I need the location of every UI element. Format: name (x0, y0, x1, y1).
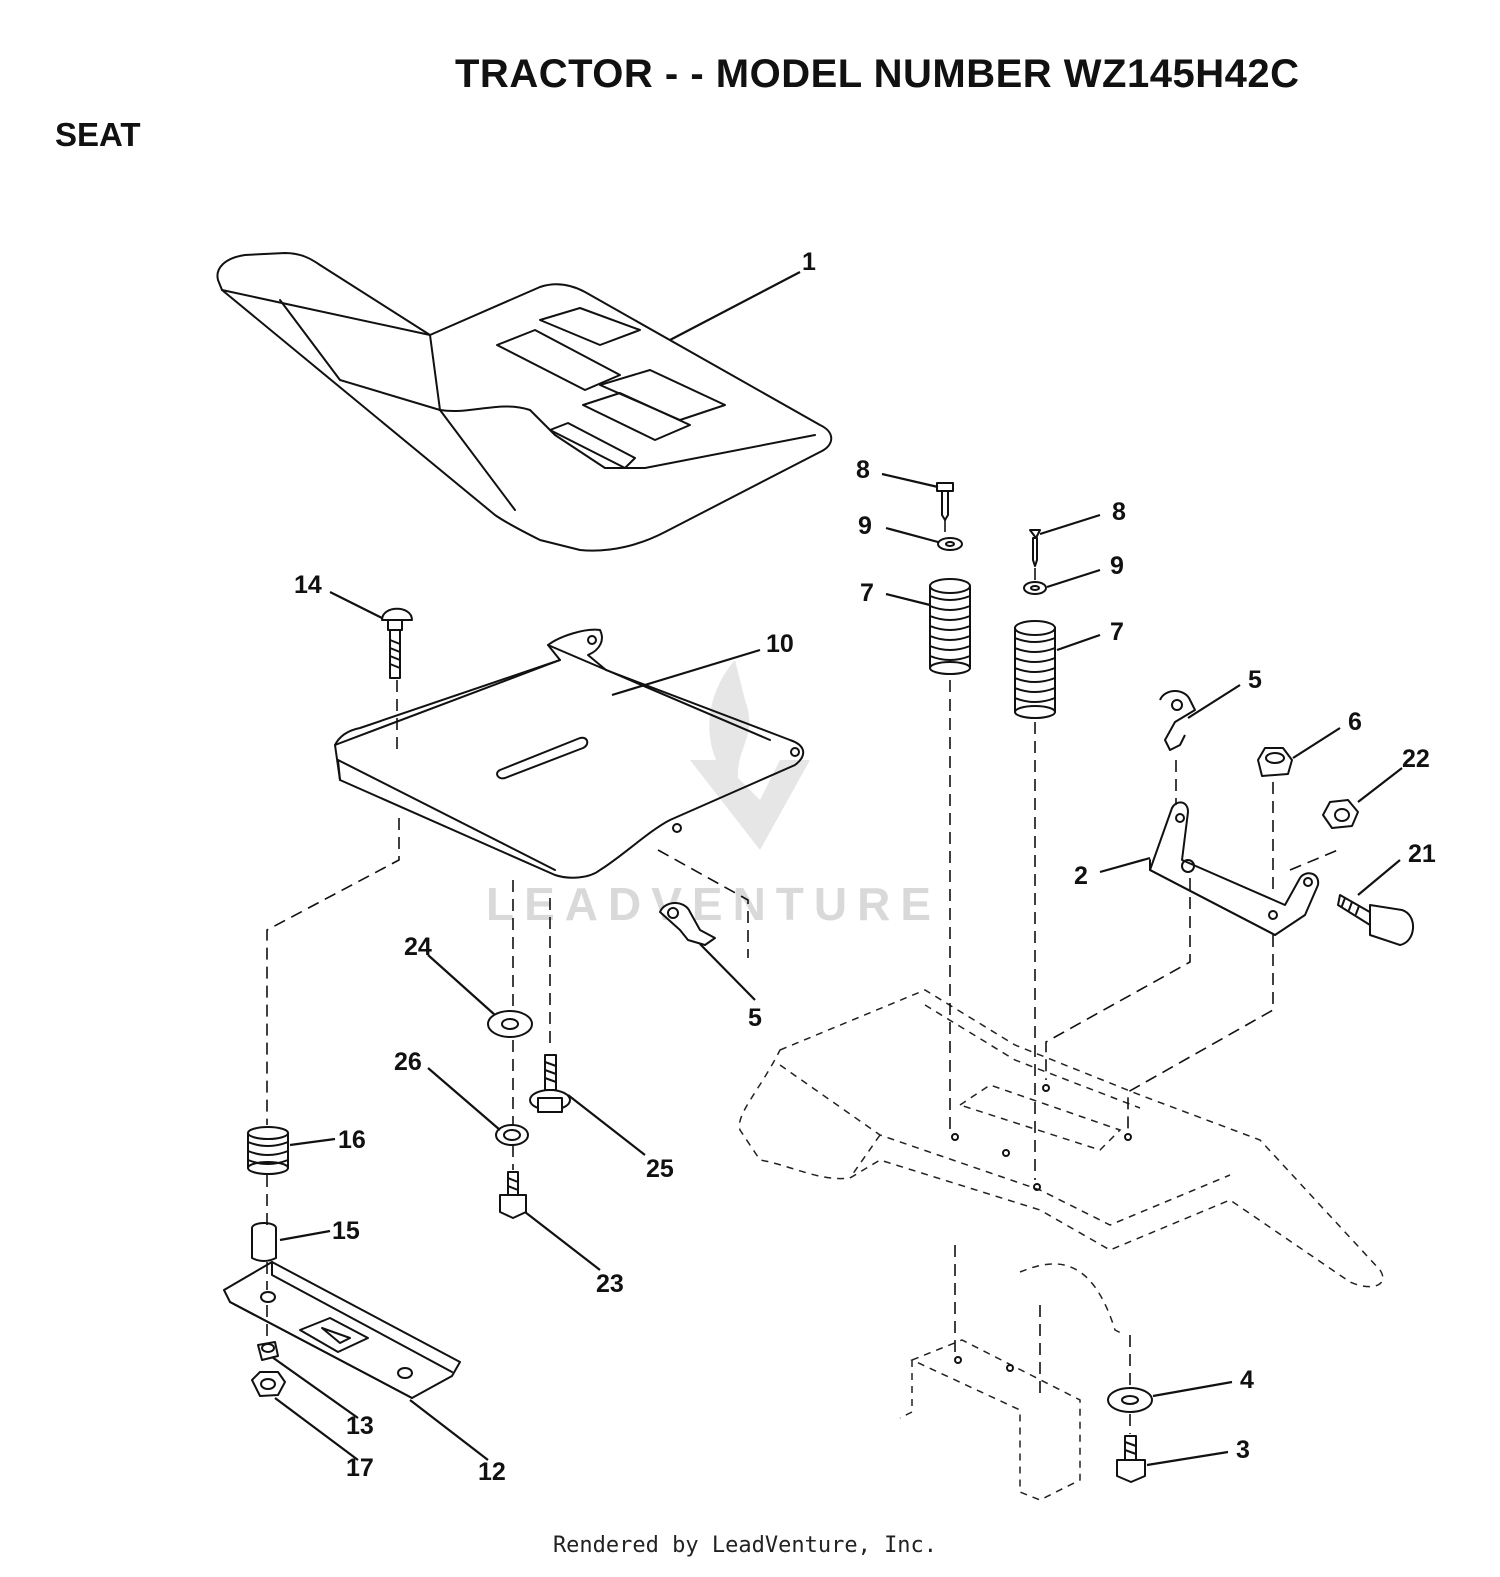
callout-13: 13 (346, 1412, 374, 1440)
callout-9-right: 9 (1110, 552, 1124, 580)
section-title: SEAT (55, 116, 141, 153)
nut-6-part (1257, 747, 1293, 777)
callout-9-left: 9 (858, 512, 872, 540)
callout-14: 14 (294, 571, 322, 599)
bracket-part (1149, 801, 1320, 936)
washer-left-part (937, 537, 963, 551)
screw-right-part (1029, 529, 1041, 567)
slide-rail-part (223, 1261, 461, 1399)
callout-4: 4 (1240, 1366, 1254, 1394)
carriage-bolt-part (381, 607, 413, 679)
callout-16: 16 (338, 1126, 366, 1154)
bolt-23-part (499, 1171, 527, 1219)
callout-5-upper: 5 (1248, 666, 1262, 694)
callout-22: 22 (1402, 745, 1430, 773)
washer-24-part (487, 1010, 533, 1038)
watermark-v-icon (690, 760, 810, 850)
nut-17-part (251, 1371, 286, 1397)
nut-22-part (1322, 799, 1359, 829)
callout-17: 17 (346, 1454, 374, 1482)
callout-8-left: 8 (856, 456, 870, 484)
callout-labels: 1 10 14 8 9 7 8 9 7 5 6 22 21 2 5 24 26 … (294, 248, 1436, 1486)
callout-7-right: 7 (1110, 618, 1124, 646)
spring-16-part (247, 1126, 289, 1175)
callout-3: 3 (1236, 1436, 1250, 1464)
watermark-flame-icon (709, 660, 750, 790)
clip-lower-part (659, 902, 716, 946)
screw-left-part (936, 482, 954, 521)
washer-right-part (1023, 581, 1047, 595)
bolt-3-part (1116, 1435, 1146, 1483)
washer-26-part (495, 1124, 529, 1146)
spring-left-part (929, 578, 971, 675)
bolt-25-part (529, 1054, 571, 1113)
clip-upper-part (1159, 690, 1196, 751)
callout-10: 10 (766, 630, 794, 658)
callout-12: 12 (478, 1458, 506, 1486)
seat-pan-part (334, 628, 805, 879)
spacer-part (251, 1222, 277, 1262)
callout-26: 26 (394, 1048, 422, 1076)
callout-21: 21 (1408, 840, 1436, 868)
callout-23: 23 (596, 1270, 624, 1298)
page-title: TRACTOR - - MODEL NUMBER WZ145H42C (455, 52, 1300, 96)
callout-8-right: 8 (1112, 498, 1126, 526)
bolt-21-part (1337, 894, 1414, 946)
watermark: LEADVENTURE (486, 660, 941, 930)
watermark-text: LEADVENTURE (486, 878, 941, 930)
callout-24: 24 (404, 933, 432, 961)
washer-4-part (1107, 1387, 1153, 1413)
seat-part (216, 252, 833, 552)
assembly-lines (266, 520, 1339, 1434)
callout-6: 6 (1348, 708, 1362, 736)
nut-13-part (257, 1341, 279, 1361)
callout-2: 2 (1074, 862, 1088, 890)
spring-right-part (1014, 620, 1056, 719)
callout-7-left: 7 (860, 579, 874, 607)
leader-lines (271, 271, 1403, 1467)
callout-1: 1 (802, 248, 816, 276)
callout-5-lower: 5 (748, 1004, 762, 1032)
footer-credit: Rendered by LeadVenture, Inc. (552, 1533, 938, 1558)
callout-15: 15 (332, 1217, 360, 1245)
fender-frame-ghost (738, 989, 1384, 1501)
callout-25: 25 (646, 1155, 674, 1183)
